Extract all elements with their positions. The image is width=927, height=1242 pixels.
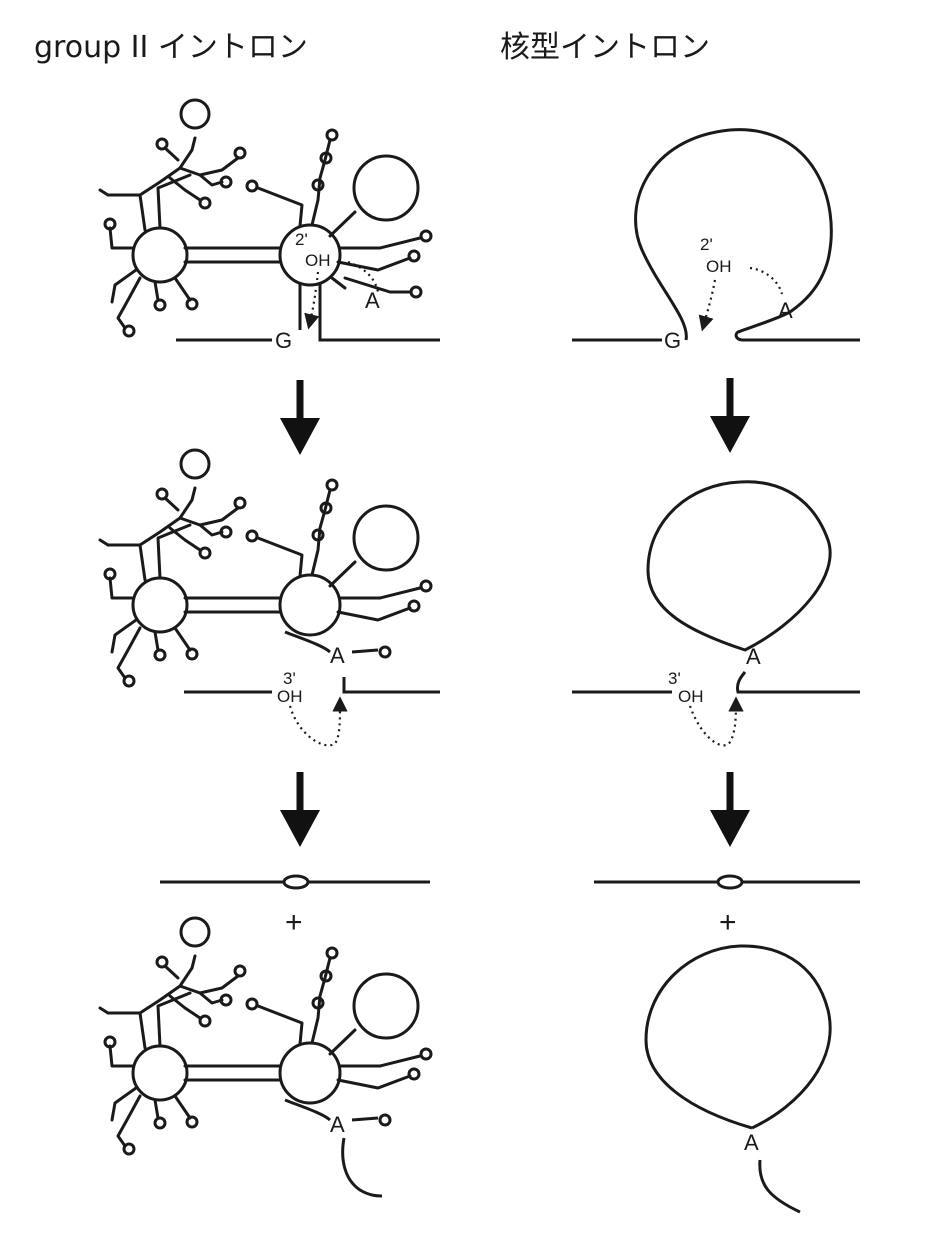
- step-arrow-right-1: [710, 378, 750, 453]
- ligation-junction: [716, 874, 744, 890]
- step-arrow-left-2: [280, 772, 320, 847]
- oh-label: OH: [277, 687, 303, 706]
- two-prime-label: 2': [295, 230, 308, 249]
- step-arrow-right-2: [710, 772, 750, 847]
- nuclear-spliced-exons: +: [594, 874, 860, 939]
- group-ii-precursor: G A 2' OH: [98, 98, 440, 353]
- branch-link-dots: [749, 266, 784, 295]
- a-branch-label: A: [330, 1112, 345, 1137]
- three-prime-label: 3': [283, 669, 296, 688]
- nuclear-precursor: G A 2' OH: [572, 128, 860, 353]
- step-arrow-left-1: [280, 380, 320, 455]
- nuclear-intron-title: 核型イントロン: [500, 30, 710, 65]
- nuclear-lariat-intermediate: A 3' OH: [572, 480, 860, 747]
- group-ii-excised-lariat: A: [98, 916, 433, 1198]
- oh-label: OH: [678, 687, 704, 706]
- two-prime-label: 2': [700, 235, 713, 254]
- a-branch-label: A: [365, 288, 380, 313]
- plus-sign: +: [719, 906, 737, 939]
- a-branch-label: A: [746, 644, 761, 669]
- a-branch-label: A: [778, 298, 793, 323]
- oh-label: OH: [305, 251, 331, 270]
- three-prime-label: 3': [668, 669, 681, 688]
- g-label: G: [664, 328, 681, 353]
- ligation-junction: [282, 874, 310, 890]
- plus-sign: +: [285, 906, 303, 939]
- exon-ligation-arrow: [688, 696, 744, 747]
- nuclear-excised-lariat: A: [644, 944, 832, 1214]
- nucleophilic-attack-arrow: [698, 279, 717, 332]
- group-ii-intron-title: group II イントロン: [34, 30, 308, 65]
- exon-ligation-arrow: [288, 696, 348, 747]
- group-ii-lariat-intermediate: A 3' OH: [98, 448, 440, 747]
- oh-label: OH: [706, 257, 732, 276]
- a-branch-label: A: [744, 1130, 759, 1155]
- g-label: G: [275, 328, 292, 353]
- a-branch-label: A: [330, 643, 345, 668]
- nucleophilic-attack-arrow: [304, 271, 320, 330]
- group-ii-spliced-exons: +: [160, 874, 430, 939]
